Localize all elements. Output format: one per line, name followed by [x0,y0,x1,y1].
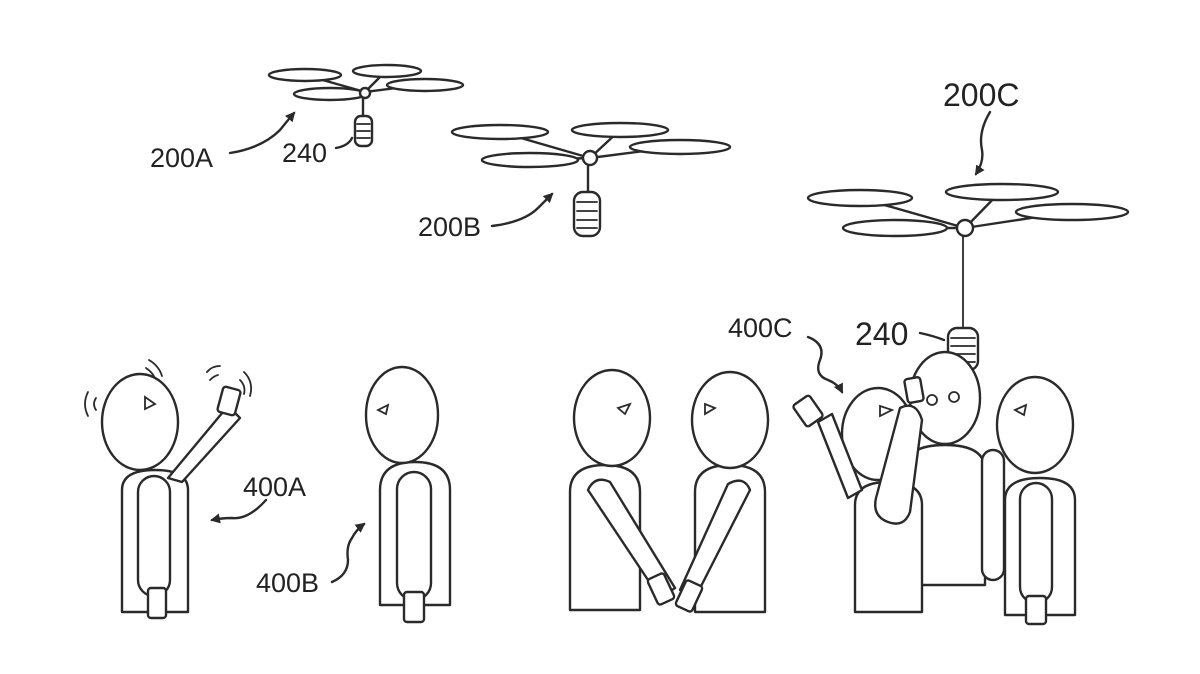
person-400c [792,376,925,614]
leader-400a [210,498,268,524]
leader-240c [918,331,946,342]
leader-400c [806,335,844,394]
label-drone-c: 200C [943,77,1020,113]
drone-200a-hub [358,86,372,100]
label-person-c: 400C [728,313,793,343]
person-right [980,375,1077,626]
leader-400b [330,522,366,584]
leader-200b [490,192,554,228]
leader-lines [210,110,992,584]
drone-200a-rotors [267,63,465,102]
drone-200c-hub [955,218,975,238]
drone-200b [450,121,732,238]
drone-200a-payload [353,114,374,148]
label-person-a: 400A [243,472,306,502]
label-drone-b: 200B [418,212,481,242]
person-back-center [903,350,987,587]
drone-200b-rotors [450,121,732,169]
drone-200b-payload [572,190,602,238]
leader-200a [228,111,296,155]
leader-240a [334,136,354,150]
person-pair-right [674,370,770,614]
person-400b [364,365,452,624]
person-pair-left [568,368,677,612]
drone-200c-rotors [806,182,1130,238]
leader-200c [974,110,992,176]
label-payload-a: 240 [282,138,327,168]
drone-200a [267,63,465,148]
label-drone-a: 200A [150,143,213,173]
signal-waves-icon [84,359,253,417]
person-400a [84,359,253,620]
drone-200b-hub [581,149,599,167]
label-person-b: 400B [256,568,319,598]
reference-labels: 200A 240 200B 200C 240 400A 400B 400C [150,77,1020,598]
drone-200c [806,182,1130,372]
label-payload-c: 240 [855,316,908,352]
